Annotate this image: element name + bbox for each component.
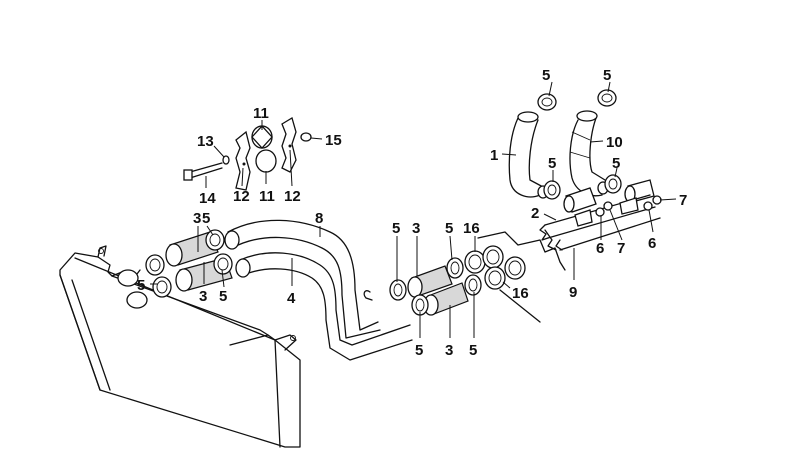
radiator-stubs — [117, 269, 148, 309]
clamp-bracket-assembly — [183, 117, 312, 191]
callout-3: 3 — [445, 342, 453, 359]
callout-6: 6 — [648, 235, 656, 252]
callout-5: 5 — [469, 342, 477, 359]
callout-12: 12 — [233, 188, 250, 205]
callout-11: 11 — [259, 188, 275, 205]
nuts-and-washers — [595, 195, 662, 217]
callout-16: 16 — [463, 220, 480, 237]
callout-3: 3 — [412, 220, 420, 237]
callout-5: 5 — [219, 288, 227, 305]
hose-sleeves-middle — [407, 265, 469, 316]
pipe-4 — [235, 252, 413, 361]
callout-8: 8 — [315, 210, 323, 227]
callout-5: 5 — [202, 210, 210, 227]
callout-5: 5 — [603, 67, 611, 84]
callout-5: 5 — [445, 220, 453, 237]
leader-lines — [150, 81, 677, 338]
callout-12: 12 — [284, 188, 301, 205]
hose-10 — [569, 110, 609, 197]
callout-labels: 1 2 3 3 3 3 4 5 5 5 5 5 5 5 5 5 5 5 5 6 … — [137, 67, 687, 359]
hose-clamps-left — [145, 229, 233, 298]
upper-clamps — [537, 89, 622, 200]
callout-7: 7 — [617, 240, 625, 257]
pipe-2-and-9 — [539, 194, 661, 251]
callout-10: 10 — [606, 134, 623, 151]
callout-11: 11 — [253, 105, 269, 122]
callout-1: 1 — [490, 147, 498, 164]
callout-14: 14 — [199, 190, 216, 207]
engine-bracket-outline — [477, 229, 566, 323]
callout-7: 7 — [679, 192, 687, 209]
callout-3: 3 — [199, 288, 207, 305]
callout-5: 5 — [392, 220, 400, 237]
rings-16 — [464, 245, 526, 290]
callout-6: 6 — [596, 240, 604, 257]
callout-16: 16 — [512, 285, 529, 302]
pipe-8 — [224, 219, 381, 339]
short-hoses-right — [563, 179, 655, 213]
callout-5: 5 — [137, 277, 145, 294]
hose-clamps-middle — [389, 257, 482, 316]
callout-4: 4 — [287, 290, 296, 307]
callout-9: 9 — [569, 284, 577, 301]
callout-15: 15 — [325, 132, 342, 149]
callout-3: 3 — [193, 210, 201, 227]
callout-13: 13 — [197, 133, 214, 150]
callout-5: 5 — [548, 155, 556, 172]
callout-5: 5 — [415, 342, 423, 359]
callout-2: 2 — [531, 205, 539, 222]
callout-5: 5 — [612, 155, 620, 172]
callout-5: 5 — [542, 67, 550, 84]
